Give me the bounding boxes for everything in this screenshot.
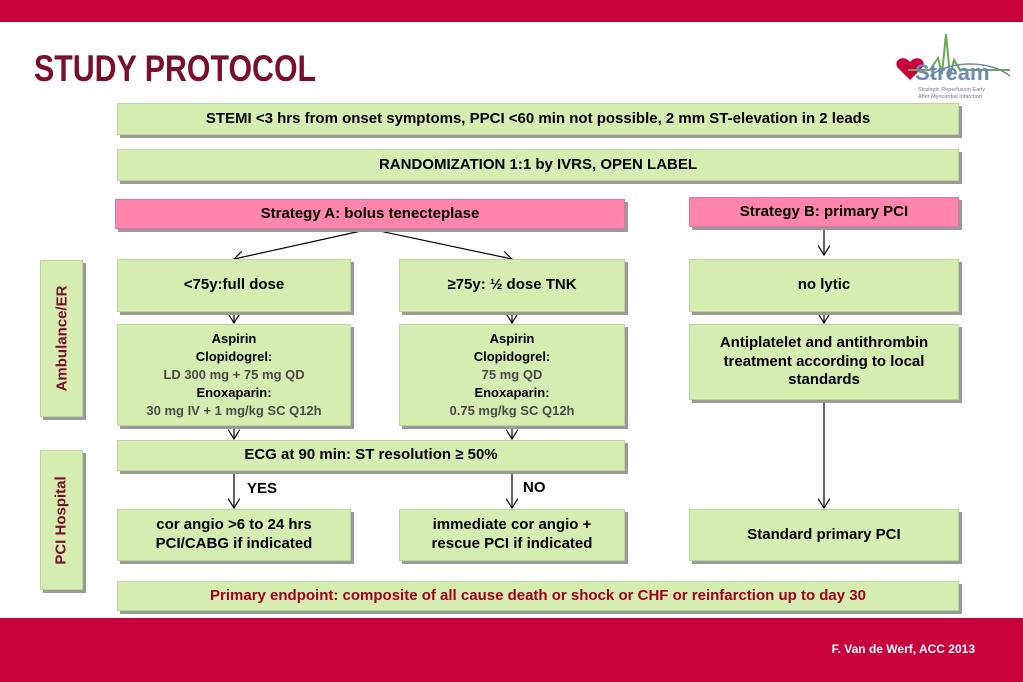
strategy-a-box: Strategy A: bolus tenecteplase (115, 199, 625, 229)
logo-wordmark: Stream (915, 60, 990, 85)
under75-dose-box: <75y:full dose (117, 259, 351, 312)
arrow-a-to-over75 (369, 228, 512, 259)
meds-under75-box: Aspirin Clopidogrel: LD 300 mg + 75 mg Q… (117, 324, 351, 426)
stream-logo-icon (896, 33, 1011, 80)
randomization-box: RANDOMIZATION 1:1 by IVRS, OPEN LABEL (117, 149, 959, 181)
no-label: NO (523, 479, 546, 496)
pci-hospital-label: PCI Hospital (40, 450, 83, 590)
page-title: STUDY PROTOCOL (34, 48, 317, 89)
no-lytic-box: no lytic (689, 259, 959, 312)
primary-endpoint-box: Primary endpoint: composite of all cause… (117, 581, 959, 611)
footer-citation: F. Van de Werf, ACC 2013 (831, 642, 975, 656)
ecg-box: ECG at 90 min: ST resolution ≥ 50% (117, 440, 625, 471)
yes-label: YES (247, 480, 278, 497)
inclusion-criteria-box: STEMI <3 hrs from onset symptoms, PPCI <… (117, 103, 959, 135)
ambulance-er-label: Ambulance/ER (40, 260, 83, 417)
strategy-b-box: Strategy B: primary PCI (689, 197, 959, 227)
immediate-angio-box: immediate cor angio + rescue PCI if indi… (399, 509, 625, 561)
arrow-a-to-under75 (234, 228, 371, 259)
cor-angio-box: cor angio >6 to 24 hrs PCI/CABG if indic… (117, 509, 351, 561)
top-bar (0, 0, 1023, 22)
meds-over75-box: Aspirin Clopidogrel: 75 mg QD Enoxaparin… (399, 324, 625, 426)
over75-dose-box: ≥75y: ½ dose TNK (399, 259, 625, 312)
logo-subtitle: Strategic Reperfusion Early After Myocar… (918, 87, 985, 100)
antiplatelet-treatment-box: Antiplatelet and antithrombin treatment … (689, 324, 959, 400)
standard-pci-box: Standard primary PCI (689, 509, 959, 561)
bottom-bar (0, 618, 1023, 682)
